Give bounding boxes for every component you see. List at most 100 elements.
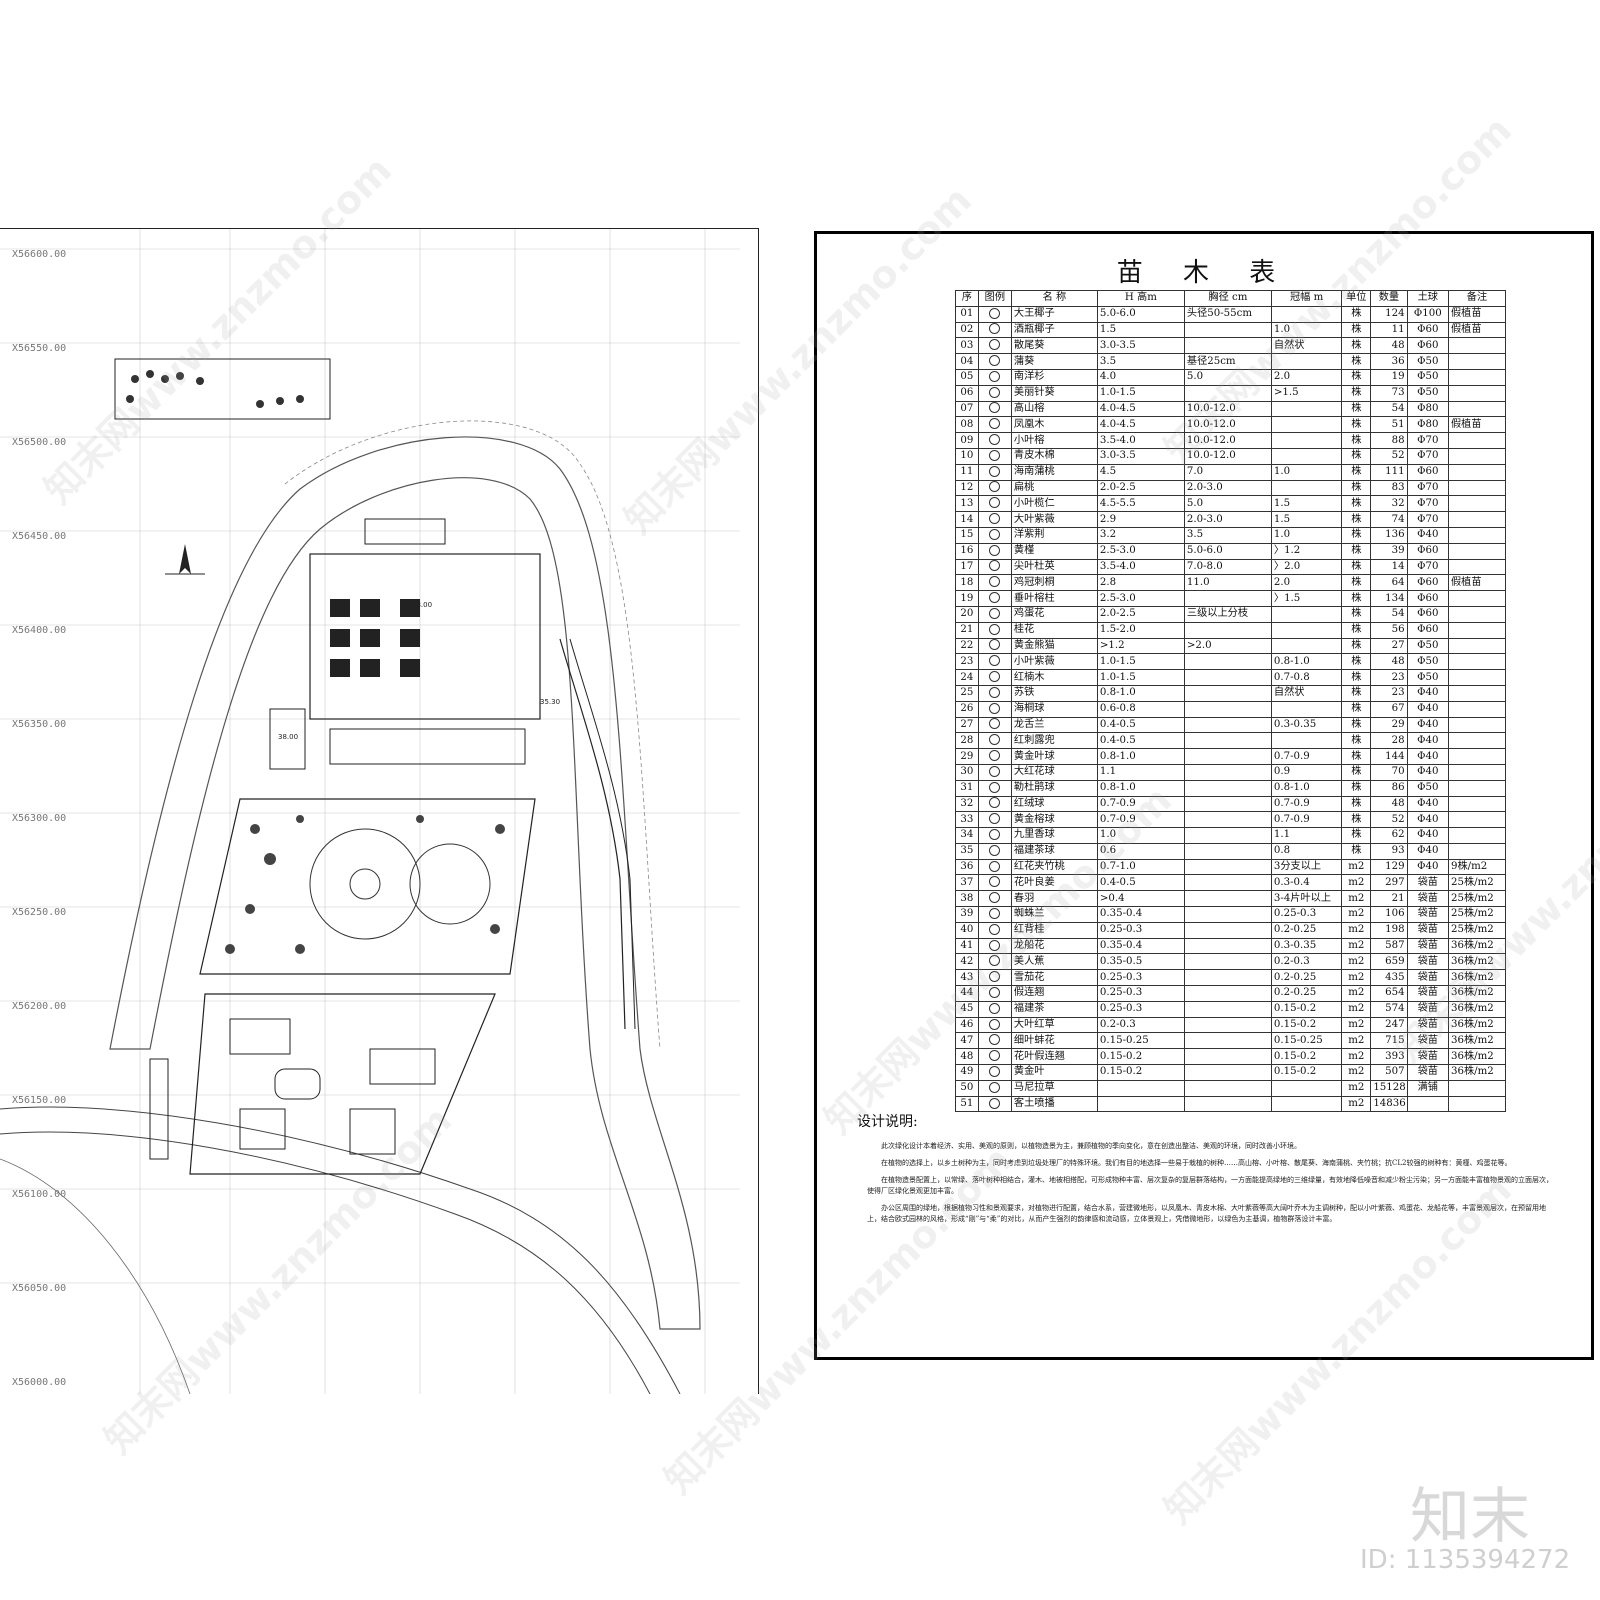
plant-symbol-icon: [989, 576, 1001, 588]
legend-symbol-cell: [977, 447, 1012, 465]
table-cell: 43: [955, 969, 979, 987]
coordinate-label: X56600.00: [12, 249, 67, 260]
table-cell: 0.15-0.2: [1270, 1048, 1343, 1066]
plant-symbol-icon: [989, 639, 1001, 651]
table-cell: 36: [1370, 353, 1408, 370]
table-cell: 106: [1370, 906, 1408, 923]
table-cell: 袋苗: [1406, 874, 1449, 892]
table-cell: 株: [1341, 779, 1372, 797]
table-cell: 尖叶杜英: [1010, 558, 1098, 576]
table-cell: 21: [955, 621, 979, 639]
legend-symbol-cell: [977, 432, 1012, 449]
legend-symbol-cell: [977, 858, 1012, 876]
coordinate-label: X56550.00: [12, 343, 67, 354]
table-cell: 红背桂: [1010, 921, 1098, 939]
table-cell: [1447, 700, 1507, 718]
table-cell: 高山榕: [1010, 400, 1098, 418]
table-cell: 297: [1370, 874, 1408, 892]
table-cell: 袋苗: [1406, 1016, 1449, 1034]
table-cell: 45: [955, 1000, 979, 1018]
legend-symbol-cell: [977, 684, 1012, 702]
plant-symbol-icon: [989, 339, 1001, 351]
table-cell: m2: [1341, 1016, 1372, 1034]
legend-symbol-cell: [977, 558, 1012, 576]
table-cell: 198: [1370, 921, 1408, 939]
table-cell: 86: [1370, 779, 1408, 797]
table-cell: 客土喷播: [1010, 1095, 1098, 1113]
notes-title: 设计说明:: [857, 1114, 918, 1130]
table-cell: 08: [955, 416, 979, 434]
legend-symbol-cell: [977, 842, 1012, 860]
table-cell: m2: [1341, 858, 1372, 876]
coordinate-label: X56400.00: [12, 625, 67, 636]
table-cell: Φ40: [1406, 700, 1449, 718]
table-cell: 0.15-0.2: [1270, 1000, 1343, 1018]
table-cell: Φ40: [1406, 716, 1449, 734]
table-cell: 393: [1370, 1048, 1408, 1066]
table-cell: 01: [955, 305, 979, 323]
table-cell: 花叶良姜: [1010, 874, 1098, 892]
table-cell: 2.0-3.0: [1183, 511, 1272, 528]
table-cell: 0.7-0.8: [1270, 669, 1343, 686]
table-cell: [1270, 1079, 1343, 1097]
table-cell: 株: [1341, 748, 1372, 765]
table-cell: 5.0: [1183, 368, 1272, 386]
table-cell: 1.1: [1270, 827, 1343, 844]
table-cell: 桂花: [1010, 621, 1098, 639]
table-cell: 29: [955, 748, 979, 765]
table-cell: 715: [1370, 1032, 1408, 1050]
plant-symbol-icon: [989, 971, 1001, 983]
table-cell: 蜘蛛兰: [1010, 906, 1098, 923]
table-cell: [1447, 432, 1507, 449]
legend-symbol-cell: [977, 937, 1012, 955]
table-cell: Φ60: [1406, 321, 1449, 339]
table-cell: [1183, 1000, 1272, 1018]
table-cell: 假植苗: [1447, 321, 1507, 339]
legend-symbol-cell: [977, 637, 1012, 655]
table-cell: Φ60: [1406, 590, 1449, 607]
table-cell: 扁桃: [1010, 479, 1098, 497]
table-cell: 株: [1341, 511, 1372, 528]
table-cell: 52: [1370, 447, 1408, 465]
plant-symbol-icon: [989, 734, 1001, 746]
table-cell: 62: [1370, 827, 1408, 844]
table-cell: 32: [1370, 495, 1408, 513]
elevation-label: 35.30: [540, 698, 560, 706]
table-cell: 0.15-0.2: [1270, 1064, 1343, 1081]
table-cell: 39: [1370, 542, 1408, 560]
north-arrow: [165, 544, 205, 575]
table-cell: 小叶榄仁: [1010, 495, 1098, 513]
coordinate-label: X56350.00: [12, 719, 67, 730]
coordinate-label: X56000.00: [12, 1377, 67, 1388]
table-cell: [1447, 684, 1507, 702]
table-cell: [1447, 368, 1507, 386]
table-cell: 株: [1341, 368, 1372, 386]
plant-symbol-icon: [989, 355, 1001, 367]
table-cell: Φ50: [1406, 384, 1449, 402]
table-cell: [1447, 795, 1507, 813]
table-cell: [1096, 1079, 1185, 1097]
table-cell: 海南蒲桃: [1010, 463, 1098, 481]
table-cell: [1096, 1095, 1185, 1113]
table-cell: 株: [1341, 795, 1372, 813]
table-cell: 大王椰子: [1010, 305, 1098, 323]
notes-paragraph: 在植物造景配置上，以常绿、落叶树种相结合，灌木、地被相搭配，可形成物种丰富、层次…: [867, 1176, 1553, 1195]
legend-symbol-cell: [977, 811, 1012, 829]
plant-symbol-icon: [989, 876, 1001, 888]
plant-symbol-icon: [989, 907, 1001, 919]
table-cell: [1183, 669, 1272, 686]
table-cell: m2: [1341, 985, 1372, 1002]
header-cell: 单位: [1341, 290, 1372, 307]
coordinate-label: X56250.00: [12, 907, 67, 918]
plant-symbol-icon: [989, 860, 1001, 872]
plant-symbol-icon: [989, 718, 1001, 730]
